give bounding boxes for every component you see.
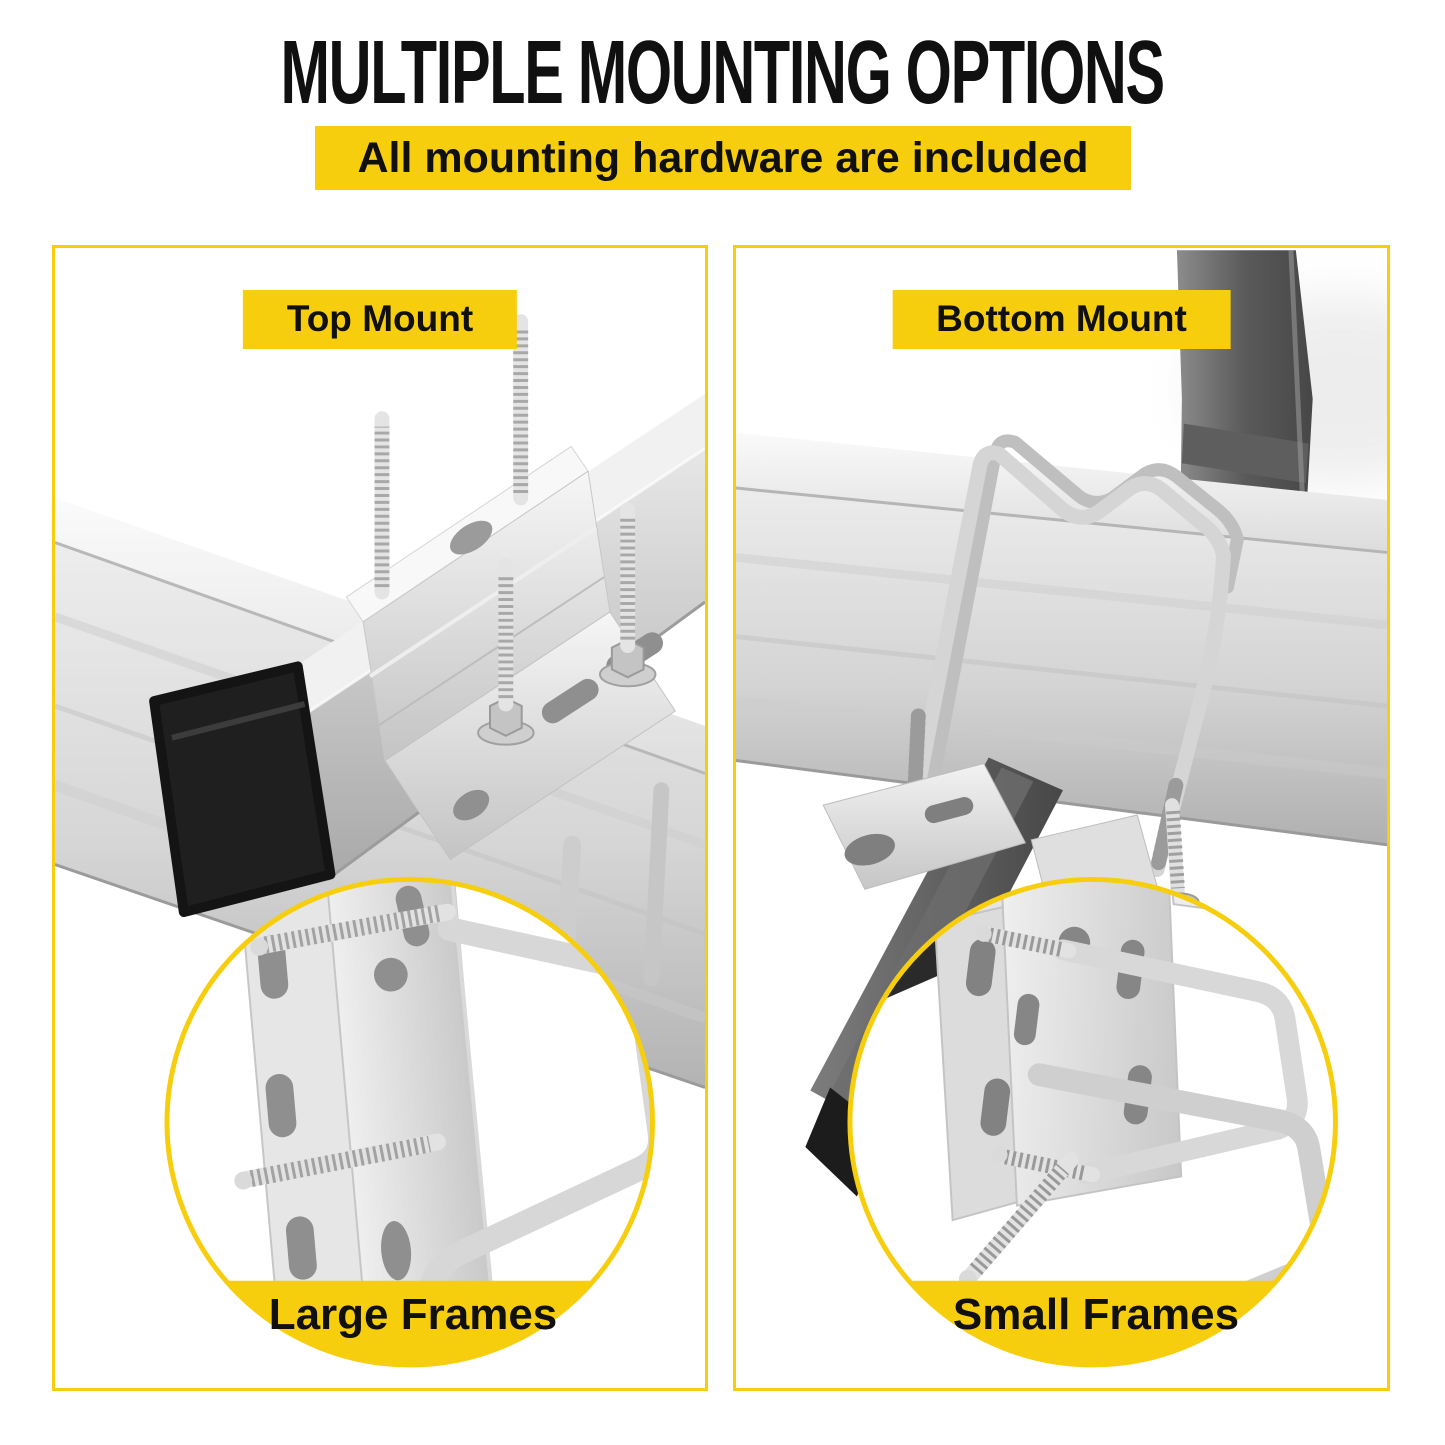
- page-title-text: MULTIPLE MOUNTING OPTIONS: [280, 23, 1166, 123]
- panel-bottom-mount: Bottom Mount Small Frames: [733, 245, 1390, 1391]
- small-frames-label: Small Frames: [952, 1290, 1240, 1339]
- bottom-mount-photo: [736, 250, 1387, 1368]
- large-frames-label: Large Frames: [268, 1290, 558, 1339]
- page-title: MULTIPLE MOUNTING OPTIONS: [0, 28, 1445, 118]
- crossbar-tube: [736, 432, 1387, 847]
- threaded-studs: [374, 314, 657, 746]
- inset-yellow-chord: [909, 1280, 1277, 1363]
- top-mount-photo: [55, 314, 705, 1368]
- top-mount-badge: Top Mount: [242, 290, 518, 349]
- inset-yellow-chord: [226, 1280, 594, 1363]
- large-frames-inset: [164, 876, 655, 1368]
- black-end-cap: [149, 661, 336, 918]
- bottom-mount-badge: Bottom Mount: [892, 290, 1231, 349]
- panel-top-mount: Top Mount Large Frames: [52, 245, 708, 1391]
- subtitle-banner: All mounting hardware are included: [315, 126, 1131, 190]
